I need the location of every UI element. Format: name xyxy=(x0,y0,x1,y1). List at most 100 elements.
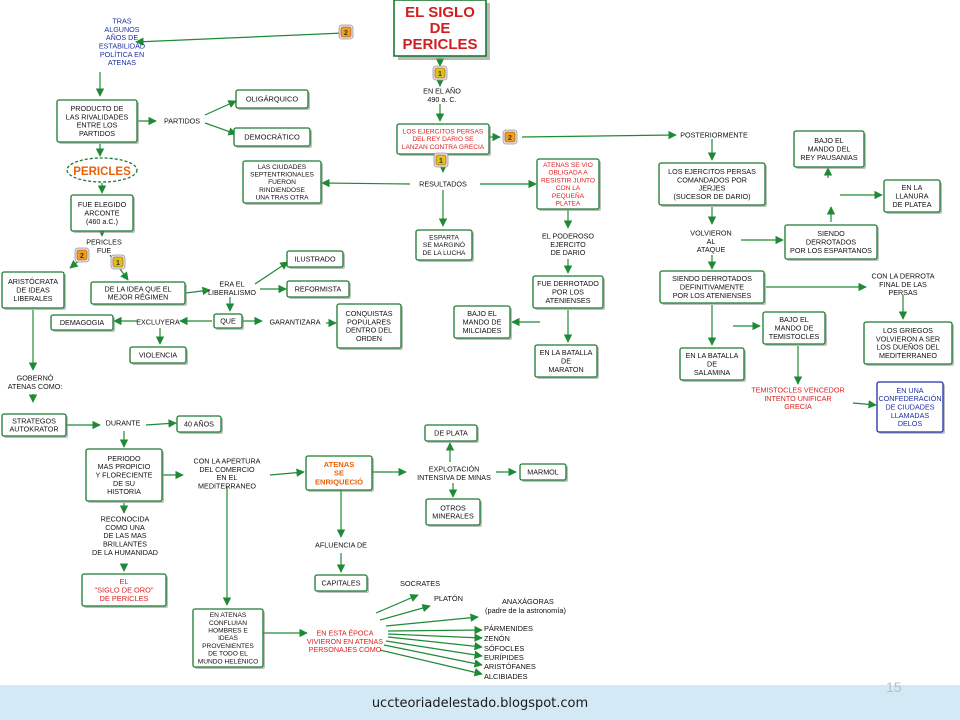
node-excluyera: EXCLUYERA xyxy=(136,318,180,327)
node-text-line: SE MARGINÓ xyxy=(423,240,465,249)
node-text-line: OBLIGADA A xyxy=(548,170,588,177)
node-text-line: PARTIDOS xyxy=(79,129,115,138)
node-text-line: EN EL AÑO xyxy=(423,87,461,96)
node-resultados: RESULTADOS xyxy=(419,180,467,189)
node-text-line: ENTRE LOS xyxy=(77,121,118,130)
node-text-line: VOLVIERON A SER xyxy=(876,334,940,343)
node-box xyxy=(235,89,309,109)
node-text-line: EN LA xyxy=(902,183,923,192)
node-text-line: Y FLORECIENTE xyxy=(96,470,153,479)
badge-number: 2 xyxy=(80,253,84,260)
node-text-line: FINAL DE LAS xyxy=(879,280,927,289)
node-box xyxy=(56,99,138,143)
node-text-line: INTENSIVA DE MINAS xyxy=(417,473,491,482)
node-text-line: LLAMADAS xyxy=(891,411,930,420)
node-text-line: POSTERIORMENTE xyxy=(680,131,748,140)
node-text-line: OTROS xyxy=(440,503,466,512)
node-text-line: VIVIERON EN ATENAS xyxy=(307,637,383,646)
connector-arrow xyxy=(383,644,483,668)
node-text-line: DE PERICLES xyxy=(100,594,149,603)
node-text-line: PERSAS xyxy=(888,288,917,297)
node-text-line: EL PODEROSO xyxy=(542,232,594,241)
node-box xyxy=(81,573,167,607)
node-marmol: MARMOL xyxy=(519,463,568,482)
node-text-line: DURANTE xyxy=(106,419,141,428)
node-text-line: ATENIENSES xyxy=(546,296,591,305)
node-text-line: DENTRO DEL xyxy=(346,326,392,335)
node-capitales: CAPITALES xyxy=(314,574,369,593)
badge-face xyxy=(504,131,516,143)
node-text-line: ATENAS xyxy=(324,460,355,469)
node-text-line: MANDO DE xyxy=(463,317,502,326)
node-violencia: VIOLENCIA xyxy=(129,346,188,365)
node-text-line: DERROTADOS xyxy=(806,237,856,246)
node-text-line: INTENTO UNIFICAR xyxy=(764,394,831,403)
node-de-plata: DE PLATA xyxy=(424,424,479,443)
connector-arrow xyxy=(254,261,289,285)
node-text-line: RESULTADOS xyxy=(419,180,467,189)
node-text-line: SIENDO xyxy=(817,229,845,238)
node-text-line: BAJO EL xyxy=(814,136,844,145)
node-text-line: EXPLOTACIÓN xyxy=(429,465,480,474)
badge-1: 1 xyxy=(432,65,448,81)
node-text-line: MUNDO HELÉNICO xyxy=(198,656,258,665)
node-siglo-oro: EL"SIGLO DE ORO"DE PERICLES xyxy=(81,573,168,608)
node-text-line: MEJOR RÉGIMEN xyxy=(108,293,169,302)
node-text-line: MEDITERRANEO xyxy=(879,351,937,360)
node-box xyxy=(286,280,350,298)
node-text-line: ERA EL xyxy=(219,280,244,289)
node-text-line: SEPTENTRIONALES xyxy=(250,172,314,179)
node-text-line: BRILLANTES xyxy=(103,540,147,549)
badge-number: 2 xyxy=(508,135,512,142)
node-box xyxy=(90,281,186,305)
node-text-line: RESISTIR JUNTO xyxy=(541,177,595,184)
node-text-line: HOMBRES E xyxy=(208,628,248,635)
badge-number: 1 xyxy=(439,158,443,165)
title-line: EL SIGLO xyxy=(405,4,475,21)
node-text-line: RINDIENDOSE xyxy=(259,187,305,194)
node-text-line: LIBERALISMO xyxy=(208,288,256,297)
badge-1: 1 xyxy=(433,152,449,168)
node-box xyxy=(679,347,745,381)
personaje-platon: PLATÓN xyxy=(434,594,463,603)
node-text-line: PERICLES xyxy=(86,238,122,247)
node-box xyxy=(129,346,187,364)
node-text-line: POR LOS ESPARTANOS xyxy=(790,246,872,255)
node-text-line: DEMOCRÁTICO xyxy=(244,133,300,142)
node-text-line: DE xyxy=(561,356,571,365)
node-text-line: TEMISTOCLES VENCEDOR xyxy=(751,386,844,395)
node-text-line: 40 AÑOS xyxy=(184,419,214,428)
node-box xyxy=(314,574,368,592)
node-text-line: LAS CIUDADES xyxy=(258,164,307,171)
node-box xyxy=(883,179,941,213)
title-frame xyxy=(393,0,487,57)
node-text-line: TRAS xyxy=(112,17,131,26)
connector-arrow xyxy=(269,468,305,477)
node-text-line: MANDO DEL xyxy=(808,144,851,153)
node-box xyxy=(415,229,473,261)
node-text-line: POR LOS xyxy=(552,287,584,296)
node-text-line: DE IDEAS xyxy=(16,285,50,294)
node-text-line: RECONOCIDA xyxy=(101,515,150,524)
node-text-line: 490 a. C. xyxy=(427,95,456,104)
node-posteriormente: POSTERIORMENTE xyxy=(680,131,748,140)
node-text-line: CON LA DERROTA xyxy=(872,272,935,281)
node-text-line: OLIGÁRQUICO xyxy=(246,95,298,104)
node-text-line: PARTIDOS xyxy=(164,117,200,126)
node-text-line: COMANDADOS POR xyxy=(677,175,747,184)
node-text-line: DE LA IDEA QUE EL xyxy=(104,284,171,293)
node-box xyxy=(233,127,311,147)
badge-2: 2 xyxy=(74,247,90,263)
node-text-line: DE LA HUMANIDAD xyxy=(92,548,158,557)
connector-arrow xyxy=(145,419,177,428)
